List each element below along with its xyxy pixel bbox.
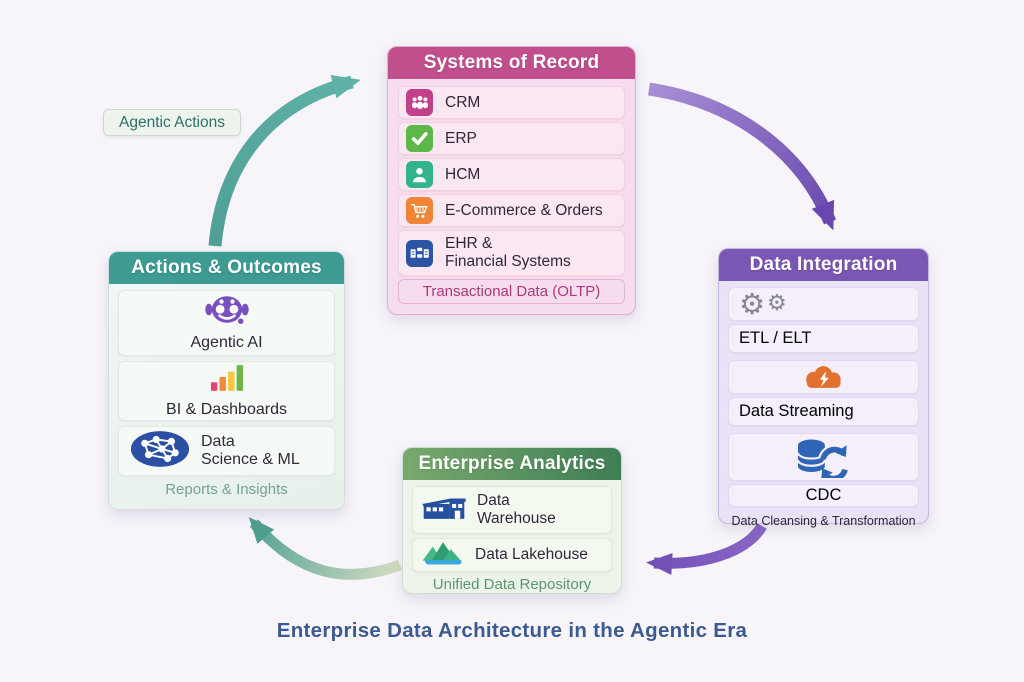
agentic-actions-label: Agentic Actions [103,109,241,136]
data-integration-body: ⚙⚙ ETL / ELT Data Streaming [719,281,928,532]
list-item-ecommerce: E-Commerce & Orders [398,194,625,227]
enterprise-analytics-footer: Unified Data Repository [432,576,592,593]
org-blocks-icon [406,239,433,267]
list-item-lakehouse: Data Lakehouse [412,538,612,572]
item-label: ERP [445,129,477,147]
item-label: Agentic AI [190,334,263,352]
item-label: HCM [445,165,481,183]
record-to-integration-arrow [648,82,837,231]
enterprise-analytics-body: Data Warehouse Data Lakehouse Unified Da… [403,480,621,597]
bar-chart-icon [206,363,248,398]
item-label: CDC [728,484,919,507]
enterprise-analytics-title: Enterprise Analytics [403,448,621,480]
actions-outcomes-footer: Reports & Insights [165,481,288,498]
list-item-ehr: EHR & Financial Systems [398,230,625,276]
people-icon [406,89,433,116]
systems-of-record-body: CRM ERP HCM [388,79,635,309]
network-icon [129,430,191,473]
systems-of-record-footer: Transactional Data (OLTP) [398,279,625,304]
item-label: Data Streaming [728,397,919,426]
item-label: Data Warehouse [477,492,556,527]
shopping-cart-icon [406,197,433,224]
actions-outcomes-box: Actions & Outcomes [108,251,345,510]
list-item-agentic-ai: Agentic AI [118,290,335,356]
actions-outcomes-body: Agentic AI BI & Dashboards [109,284,344,502]
agentic-actions-arrow [208,74,361,247]
integration-to-analytics-arrow [646,522,767,575]
item-label: Data Lakehouse [475,546,588,564]
item-label: CRM [445,93,481,111]
list-item-etl: ⚙⚙ ETL / ELT [728,287,919,353]
item-label: Data Science & ML [201,432,300,468]
list-item-crm: CRM [398,86,625,119]
agentic-actions-text: Agentic Actions [119,113,225,131]
list-item-bi-dashboards: BI & Dashboards [118,361,335,421]
list-item-cdc: CDC [728,433,919,507]
systems-of-record-box: Systems of Record CRM ERP [387,46,636,315]
person-icon [406,161,433,188]
data-integration-box: Data Integration ⚙⚙ ETL / ELT [718,248,929,528]
robot-icon [203,293,251,331]
systems-of-record-title: Systems of Record [388,47,635,79]
database-sync-icon [728,433,919,481]
enterprise-analytics-box: Enterprise Analytics [402,447,622,594]
data-integration-footer: Data Cleansing & Transformation [731,514,916,528]
list-item-hcm: HCM [398,158,625,191]
actions-outcomes-title: Actions & Outcomes [109,252,344,284]
item-label: E-Commerce & Orders [445,201,603,219]
analytics-to-actions-arrow [248,516,402,580]
diagram-title: Enterprise Data Architecture in the Agen… [276,619,748,642]
cloud-lightning-icon [728,360,919,394]
list-item-streaming: Data Streaming [728,360,919,426]
list-item-warehouse: Data Warehouse [412,486,612,534]
gears-icon: ⚙⚙ [728,287,919,321]
item-label: ETL / ELT [728,324,919,353]
list-item-erp: ERP [398,122,625,155]
item-label: EHR & Financial Systems [445,235,571,270]
checkmark-icon [406,125,433,152]
warehouse-icon [421,490,467,531]
item-label: BI & Dashboards [166,400,287,418]
list-item-data-science: Data Science & ML [118,426,335,476]
data-integration-title: Data Integration [719,249,928,281]
mountains-icon [421,539,465,572]
